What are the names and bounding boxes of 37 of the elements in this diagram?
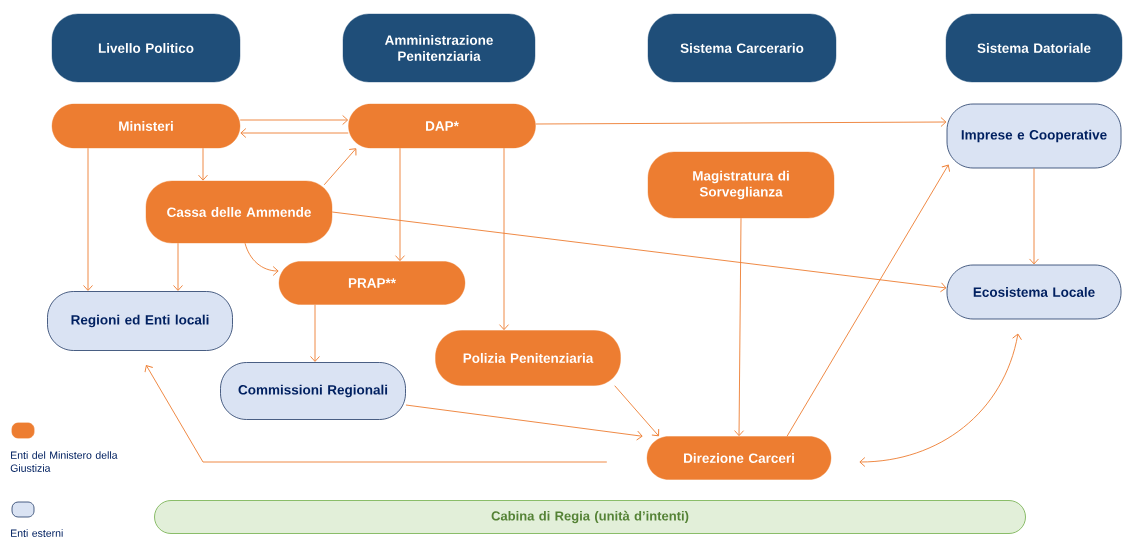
arrow: [240, 128, 349, 138]
arrow: [144, 365, 608, 463]
legend-text: Enti del Ministero della Giustizia: [10, 451, 118, 472]
coordination-bar: Cabina di Regia (unità d’intenti): [154, 500, 1026, 534]
arrow: [405, 404, 643, 441]
legend-text: Enti esterni: [11, 529, 63, 537]
arrow: [244, 242, 279, 276]
arrow: [859, 333, 1022, 467]
column-header: Livello Politico: [51, 13, 241, 83]
ministry-box: Magistratura di Sorveglianza: [647, 151, 835, 219]
arrow: [239, 115, 349, 125]
arrow: [1029, 167, 1039, 265]
arrow: [395, 147, 405, 262]
arrow: [323, 148, 357, 186]
arrow: [83, 147, 93, 291]
ministry-box: PRAP**: [278, 261, 466, 305]
ministry-box: Polizia Penitenziaria: [435, 330, 621, 386]
ministry-box: Ministeri: [51, 103, 241, 149]
external-box: Ecosistema Locale: [946, 264, 1122, 320]
external-box: Imprese e Cooperative: [946, 103, 1122, 169]
arrow: [310, 304, 320, 362]
column-header: Sistema Datoriale: [945, 13, 1123, 83]
arrow: [614, 385, 660, 437]
ministry-box: Cassa delle Ammende: [145, 180, 333, 244]
arrow: [786, 164, 951, 437]
external-box: Regioni ed Enti locali: [47, 291, 233, 351]
column-header: Sistema Carcerario: [647, 13, 837, 83]
arrow: [734, 217, 744, 437]
column-header: Amministrazione Penitenziaria: [342, 13, 536, 83]
ministry-box: DAP*: [348, 103, 536, 149]
arrow: [173, 242, 183, 291]
arrow: [331, 211, 947, 293]
arrow: [198, 147, 208, 181]
arrow: [499, 147, 509, 331]
external-box: Commissioni Regionali: [220, 362, 406, 420]
arrow: [535, 117, 947, 127]
ministry-box: Direzione Carceri: [646, 436, 832, 480]
